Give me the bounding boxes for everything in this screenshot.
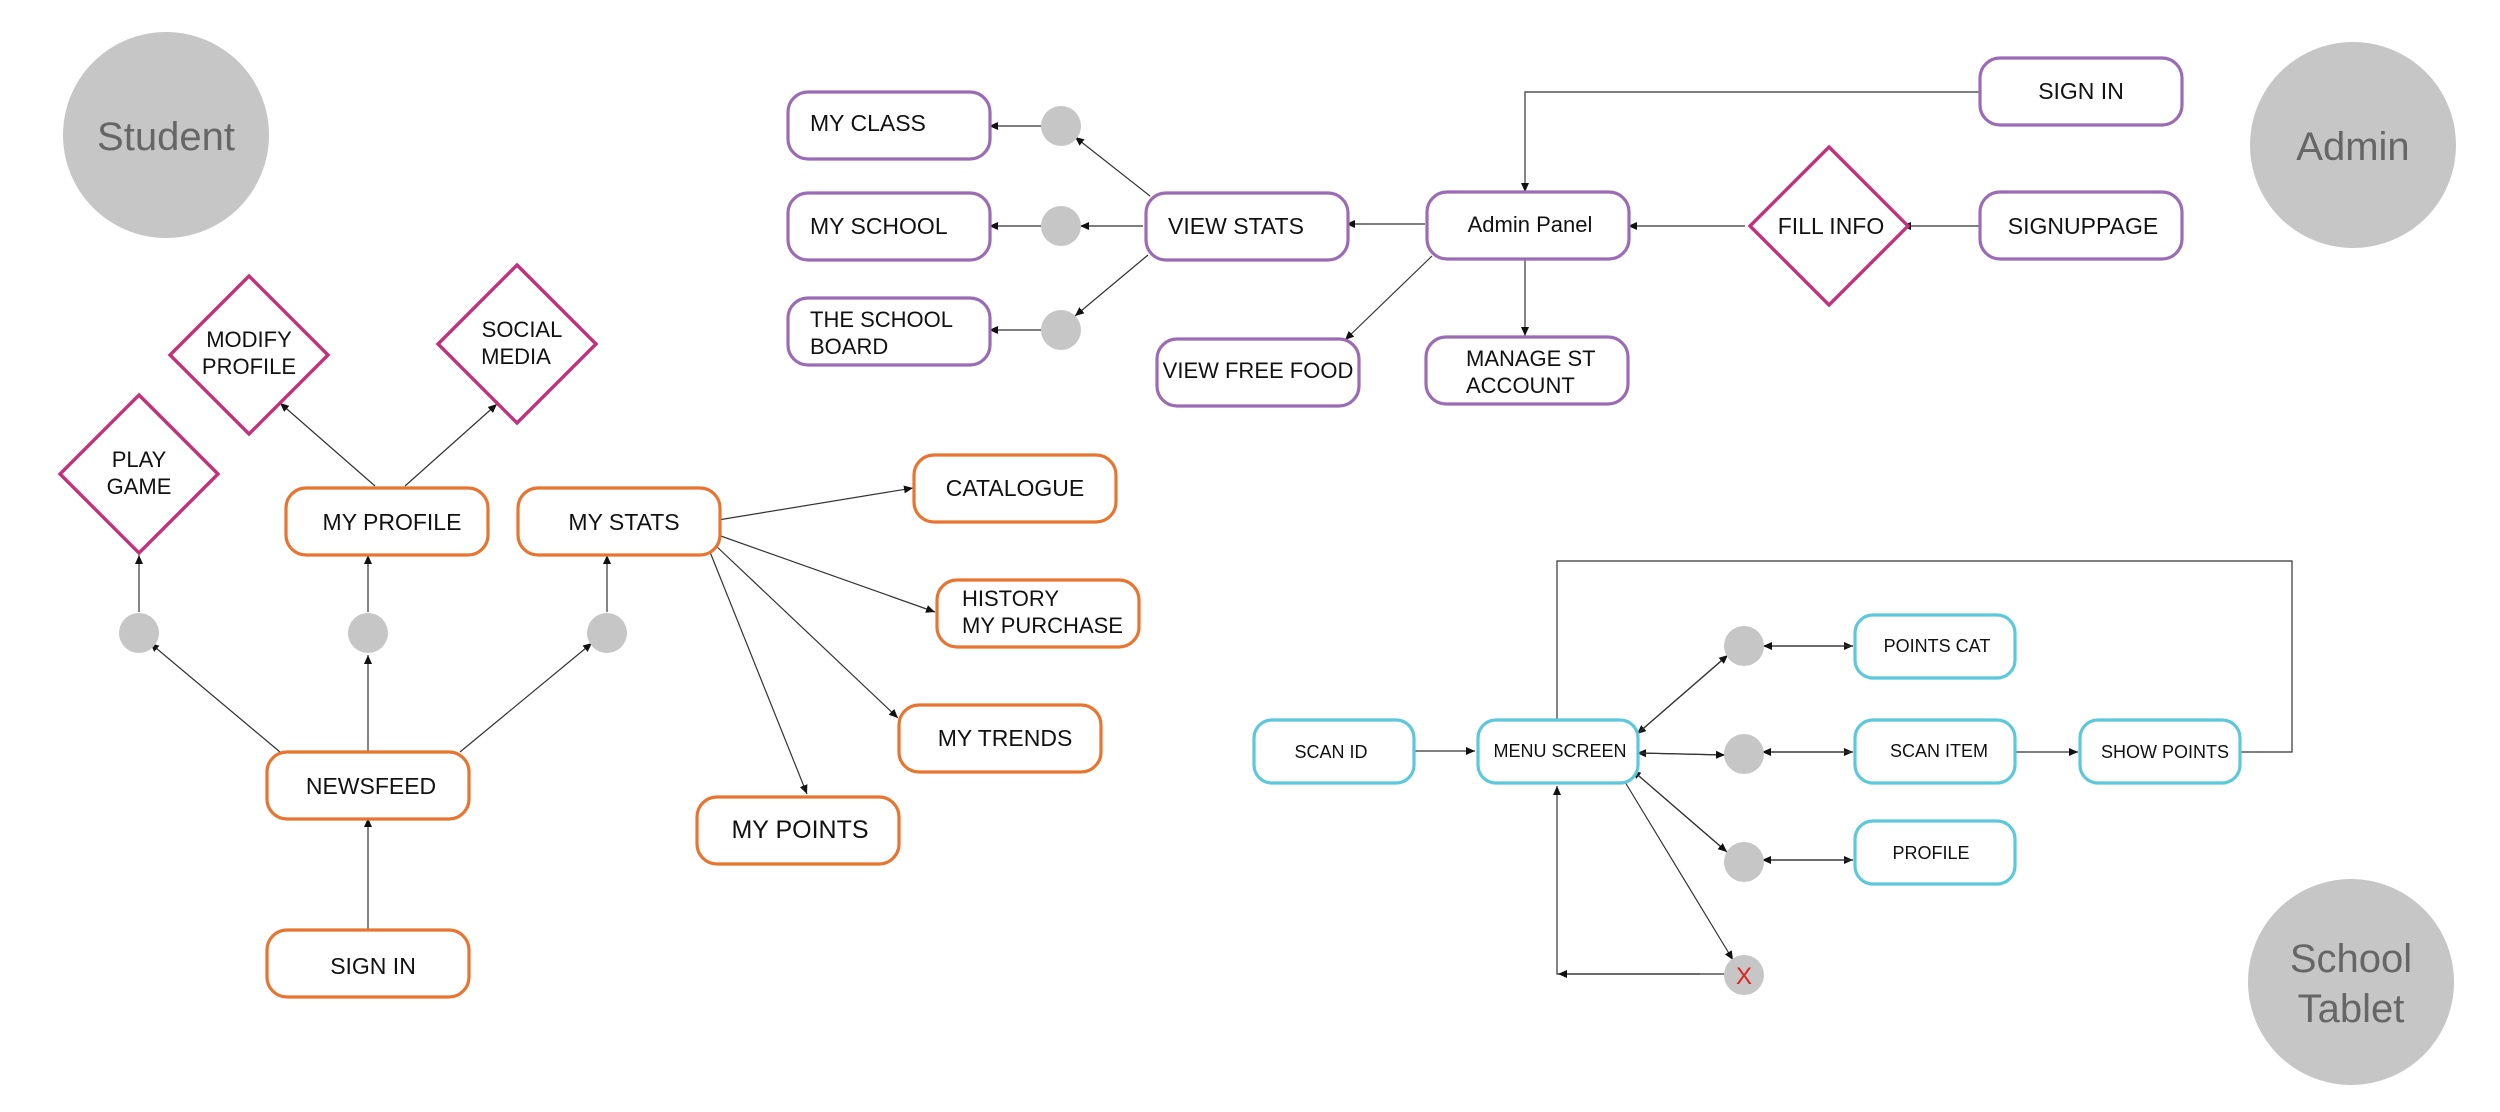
exit-dot [1724,955,1764,995]
student-sign-in-node[interactable]: SIGN IN [265,928,471,999]
junction-dot [1041,310,1081,350]
menu-screen-label: MENU SCREEN [1493,741,1626,761]
view-stats-label: VIEW STATS [1168,213,1304,239]
scan-item-node[interactable]: SCAN ITEM [1853,718,2017,785]
scan-id-label: SCAN ID [1294,742,1367,762]
edge-mystats-trends [714,544,899,719]
role-label-admin: Admin [2296,125,2409,169]
edge-signin-adminpanel [1521,91,1979,192]
admin-sign-in-node[interactable]: SIGN IN [1978,56,2184,127]
junction-dot [1724,734,1764,774]
edge-menu-dot3 [1631,769,1728,853]
newsfeed-node[interactable]: NEWSFEED [265,750,471,821]
my-school-label: MY SCHOOL [810,213,948,239]
role-circle-student: Student [63,32,269,238]
catalogue-label: CATALOGUE [946,475,1084,501]
view-free-food-label: VIEW FREE FOOD [1163,358,1354,383]
my-points-node[interactable]: MY POINTS [695,795,901,866]
junction-dot [1724,842,1764,882]
junction-dot [1041,106,1081,146]
newsfeed-label: NEWSFEED [306,773,436,799]
student-nodes: SIGN IN NEWSFEED MY PROFILE MY STATS PLA… [57,262,1141,999]
my-stats-label: MY STATS [568,509,679,535]
signuppage-node[interactable]: SIGNUPPAGE [1978,190,2184,261]
tablet-nodes: SCAN ID MENU SCREEN POINTS CAT SCAN ITEM… [1252,613,2242,886]
student-edges [135,402,936,930]
signuppage-label: SIGNUPPAGE [2008,213,2158,239]
edge-showpoints-loop [1556,560,2293,753]
edge-mystats-points [709,551,808,795]
admin-panel-node[interactable]: Admin Panel [1425,190,1631,261]
admin-edges [989,91,1979,341]
my-class-node[interactable]: MY CLASS [786,90,992,161]
edge-viewstats-dot1 [1074,136,1151,197]
show-points-label: SHOW POINTS [2101,742,2229,762]
edge-newsfeed-dot1 [149,642,281,753]
my-profile-node[interactable]: MY PROFILE [284,486,490,557]
edge-exit-menu [1553,786,1724,975]
my-class-label: MY CLASS [810,110,926,136]
catalogue-node[interactable]: CATALOGUE [912,453,1118,524]
edge-mystats-catalogue [717,485,914,521]
fill-info-diamond[interactable]: FILL INFO [1747,144,1911,308]
my-points-label: MY POINTS [731,816,868,844]
profile-node[interactable]: PROFILE [1853,819,2017,886]
menu-screen-node[interactable]: MENU SCREEN [1476,718,1640,785]
tablet-edges [1413,560,2293,978]
my-trends-node[interactable]: MY TRENDS [897,703,1103,774]
scan-item-label: SCAN ITEM [1890,741,1988,761]
edge-viewstats-dot3 [1074,254,1149,317]
view-free-food-node[interactable]: VIEW FREE FOOD [1155,337,1361,408]
edge-adminpanel-freefood [1344,255,1433,341]
points-cat-node[interactable]: POINTS CAT [1853,613,2017,680]
edge-menu-dot2 [1639,750,1726,759]
student-sign-in-label: SIGN IN [330,953,416,979]
fill-info-label: FILL INFO [1778,213,1885,239]
role-label-student: Student [97,115,235,159]
junction-dots: X [119,106,1764,995]
my-school-node[interactable]: MY SCHOOL [786,191,992,262]
junction-dot [1724,626,1764,666]
junction-dot [119,613,159,653]
my-stats-node[interactable]: MY STATS [516,486,722,557]
scan-id-node[interactable]: SCAN ID [1252,718,1416,785]
admin-sign-in-label: SIGN IN [2038,78,2124,104]
admin-panel-label: Admin Panel [1468,212,1593,237]
profile-label: PROFILE [1892,843,1969,863]
edge-myprofile-modify [279,402,376,487]
edge-menu-dot1 [1636,654,1729,735]
edge-myprofile-social [404,403,498,487]
points-cat-label: POINTS CAT [1884,636,1991,656]
exit-node[interactable]: X [1724,955,1764,995]
view-stats-node[interactable]: VIEW STATS [1144,191,1350,262]
role-circle-admin: Admin [2250,42,2456,248]
edge-newsfeed-dot3 [459,642,593,753]
show-points-node[interactable]: SHOW POINTS [2078,718,2242,785]
my-profile-label: MY PROFILE [323,509,462,535]
edge-menu-exit [1624,781,1734,961]
exit-mark: X [1736,963,1752,990]
edge-mystats-history [717,534,936,613]
junction-dot [587,613,627,653]
my-trends-label: MY TRENDS [938,725,1073,751]
admin-nodes: SIGN IN SIGNUPPAGE FILL INFO Admin Panel… [786,56,2184,408]
junction-dot [348,613,388,653]
junction-dot [1041,206,1081,246]
